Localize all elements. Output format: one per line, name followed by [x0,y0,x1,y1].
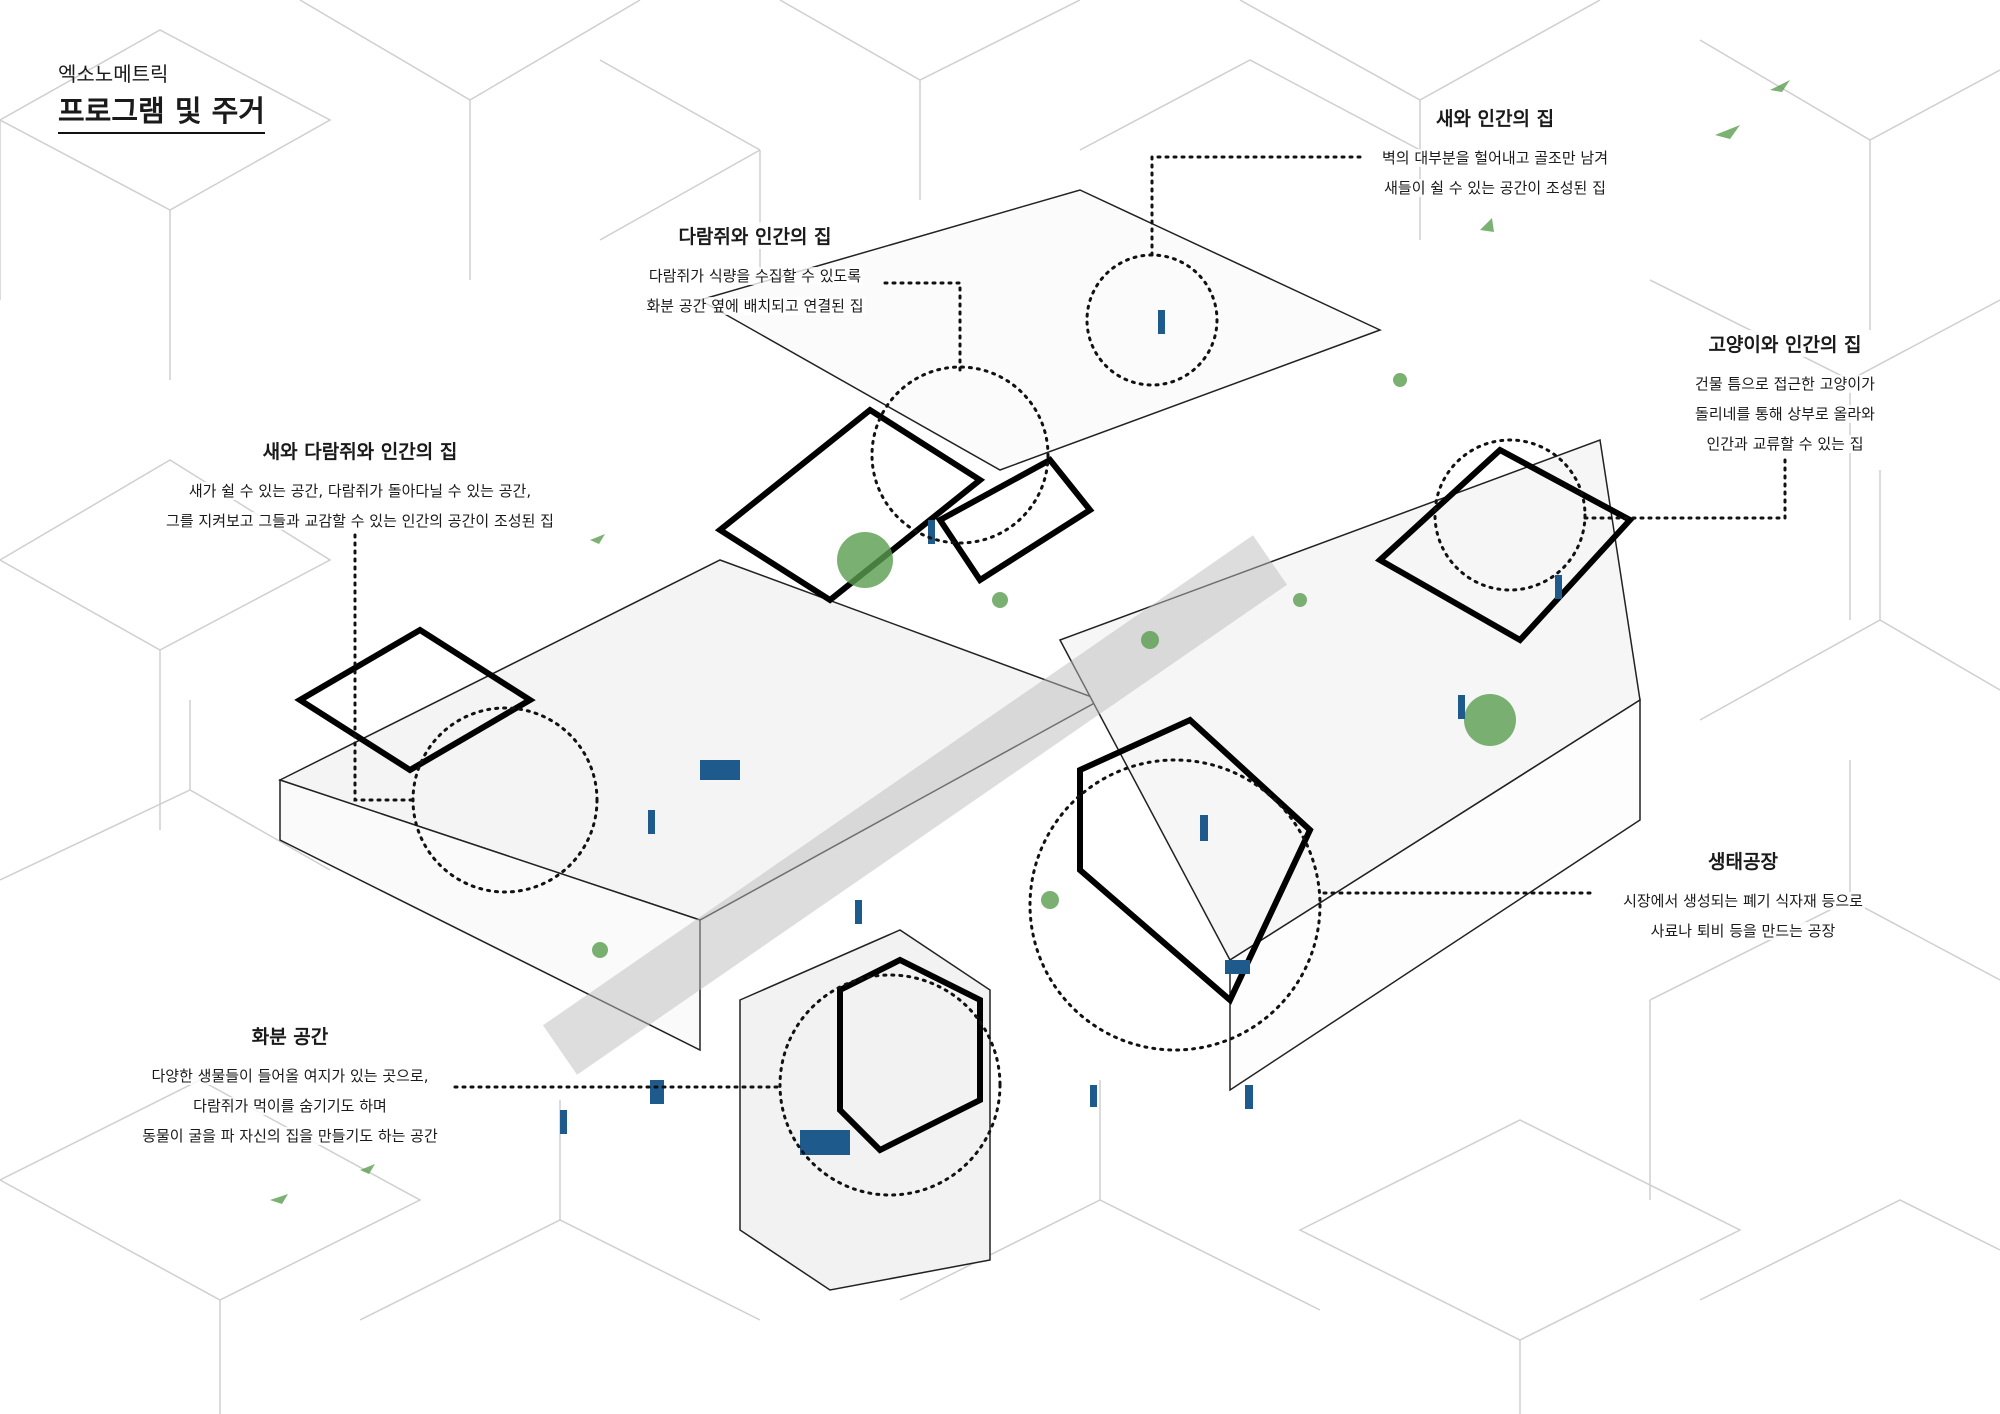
annotation-line: 그를 지켜보고 그들과 교감할 수 있는 인간의 공간이 조성된 집 [164,512,556,530]
annotation-line: 동물이 굴을 파 자신의 집을 만들기도 하는 공간 [140,1127,440,1145]
annotation-planter-space: 화분 공간 다양한 생물들이 들어올 여지가 있는 곳으로, 다람쥐가 먹이를 … [125,1022,455,1151]
vegetation [270,80,1790,1204]
annotation-squirrel-human: 다람쥐와 인간의 집 다람쥐가 식량을 수집할 수 있도록 화분 공간 옆에 배… [625,222,885,321]
annotation-line: 새가 쉴 수 있는 공간, 다람쥐가 돌아다닐 수 있는 공간, [186,482,534,500]
annotation-heading: 화분 공간 [247,1022,333,1049]
leader-lines [353,155,1787,1197]
annotation-line: 다람쥐가 식량을 수집할 수 있도록 [646,267,864,285]
annotation-heading: 새와 다람쥐와 인간의 집 [258,437,462,464]
annotation-eco-factory: 생태공장 시장에서 생성되는 폐기 식자재 등으로 사료나 퇴비 등을 만드는 … [1598,847,1888,946]
annotation-line: 다양한 생물들이 들어올 여지가 있는 곳으로, [149,1067,431,1085]
annotation-cat-human: 고양이와 인간의 집 건물 틈으로 접근한 고양이가 돌리네를 통해 상부로 올… [1660,330,1910,459]
annotation-bird-human: 새와 인간의 집 벽의 대부분을 헐어내고 골조만 남겨 새들이 쉴 수 있는 … [1345,104,1645,203]
annotation-line: 인간과 교류할 수 있는 집 [1704,435,1866,453]
annotation-bird-squirrel-human: 새와 다람쥐와 인간의 집 새가 쉴 수 있는 공간, 다람쥐가 돌아다닐 수 … [140,437,580,536]
annotation-line: 시장에서 생성되는 폐기 식자재 등으로 [1621,892,1865,910]
annotation-heading: 고양이와 인간의 집 [1704,330,1866,357]
annotation-heading: 다람쥐와 인간의 집 [674,222,836,249]
annotation-line: 사료나 퇴비 등을 만드는 공장 [1648,922,1838,940]
annotation-line: 벽의 대부분을 헐어내고 골조만 남겨 [1379,149,1611,167]
annotation-heading: 새와 인간의 집 [1431,104,1559,131]
annotation-line: 화분 공간 옆에 배치되고 연결된 집 [644,297,866,315]
drawing-title: 프로그램 및 주거 [58,88,265,134]
drawing-subtitle: 엑소노메트릭 [58,62,169,86]
annotation-line: 건물 틈으로 접근한 고양이가 [1693,375,1877,393]
human-figures [560,310,1562,1155]
annotation-line: 다람쥐가 먹이를 숨기기도 하며 [191,1097,389,1115]
annotation-line: 새들이 쉴 수 있는 공간이 조성된 집 [1382,179,1608,197]
annotation-line: 돌리네를 통해 상부로 올라와 [1693,405,1877,423]
black-cut-walls [294,406,1635,1154]
annotation-heading: 생태공장 [1704,847,1782,874]
